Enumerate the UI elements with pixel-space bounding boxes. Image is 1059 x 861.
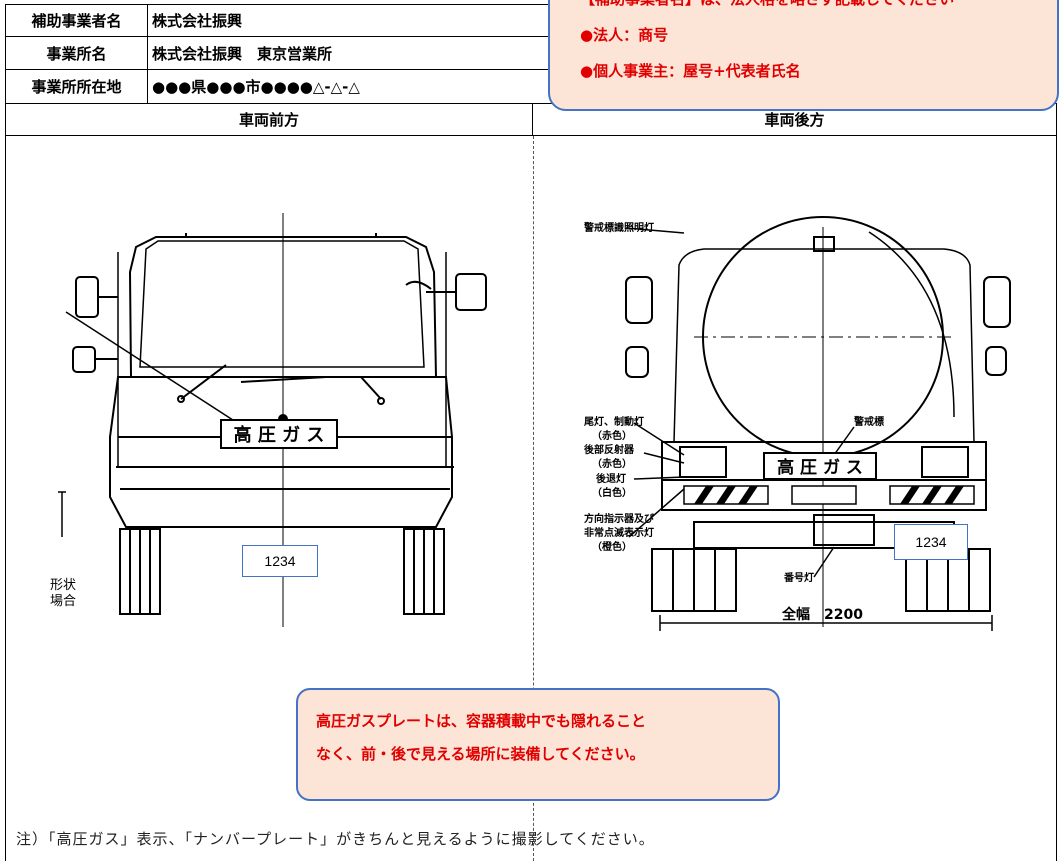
rear-left-mirror-upper <box>625 276 653 324</box>
outer-frame <box>5 103 1057 861</box>
column-header-front: 車両前方 <box>5 103 533 136</box>
rear-label-warning-light: 警戒標識照明灯 <box>583 221 654 234</box>
bottom-callout-line2: なく、前・後で見える場所に装備してください。 <box>316 745 645 763</box>
top-callout-line2: ●法人：商号 <box>580 26 669 44</box>
bottom-callout-line1: 高圧ガスプレートは、容器積載中でも隠れること <box>316 712 647 730</box>
front-side-label-bottom: 場合 <box>50 594 76 609</box>
value-business-name: 株式会社振興 <box>147 4 557 37</box>
top-row-border <box>5 135 1057 136</box>
value-office-name: 株式会社振興 東京営業所 <box>147 36 557 70</box>
rear-truck-drawing: 高 圧 ガ ス 警戒標識照明灯 尾灯、制動灯 （赤色） 後部反射器 （赤色） 後… <box>583 216 1011 631</box>
rear-right-mirror-upper <box>983 276 1011 328</box>
front-hp-gas-plate-text: 高 圧 ガ ス <box>234 424 325 446</box>
rear-label-reverse-light-color: （白色） <box>592 486 632 499</box>
front-truck-drawing: 高 圧 ガ ス 形状 場合 <box>50 213 487 627</box>
front-cab-outline <box>128 236 438 378</box>
rear-hazard-stripes <box>683 485 975 505</box>
top-callout-line1: 【補助事業者名】は、法人格を略さず記載してください <box>580 0 954 16</box>
rear-left-lamp-box <box>679 446 727 478</box>
label-business-name: 補助事業者名 <box>5 4 148 37</box>
front-windshield <box>139 240 425 368</box>
rear-label-number-light: 番号灯 <box>783 571 814 584</box>
rear-label-reverse-light: 後退灯 <box>596 472 626 485</box>
rear-label-turn-signal-1: 方向指示器及び <box>584 512 654 525</box>
bottom-callout: 高圧ガスプレートは、容器積載中でも隠れること なく、前・後で見える場所に装備して… <box>296 688 780 801</box>
rear-label-reflector: 後部反射器 <box>584 443 635 456</box>
front-hp-gas-plate-box <box>220 419 338 449</box>
rear-hp-gas-plate-text: 高 圧 ガ ス <box>777 457 863 478</box>
front-left-mirror-lower <box>72 346 96 373</box>
label-office-address: 事業所所在地 <box>5 69 148 104</box>
front-license-plate: 1234 <box>242 545 318 577</box>
rear-right-lamp-box <box>921 446 969 478</box>
rear-license-plate: 1234 <box>894 524 968 560</box>
front-left-mirror-upper <box>75 276 99 318</box>
front-side-label-top: 形状 <box>50 578 76 593</box>
rear-label-reflector-color: （赤色） <box>592 457 632 470</box>
front-body-outline <box>109 376 453 528</box>
rear-hp-gas-plate-box <box>763 452 877 480</box>
rear-left-mirror-lower <box>625 346 649 378</box>
rear-width-label: 全幅 2200 <box>781 606 863 623</box>
top-callout-line3: ●個人事業主：屋号+代表者氏名 <box>580 62 801 80</box>
rear-label-turn-signal-2: 非常点滅表示灯 <box>584 526 654 539</box>
rear-label-turn-signal-color: （橙色） <box>592 540 632 553</box>
rear-label-tail-light: 尾灯、制動灯 <box>584 415 644 428</box>
rear-cab-outline <box>673 248 975 443</box>
footnote: 注）「高圧ガス」表示、「ナンバープレート」がきちんと見えるように撮影してください… <box>16 830 655 848</box>
rear-label-warning-sign: 警戒標 <box>853 415 884 428</box>
label-office-name: 事業所名 <box>5 36 148 70</box>
value-office-address: ●●●県●●●市●●●●△-△-△ <box>147 69 557 104</box>
rear-right-mirror-lower <box>985 346 1007 376</box>
top-callout: 【補助事業者名】は、法人格を略さず記載してください ●法人：商号 ●個人事業主：… <box>548 0 1059 111</box>
front-right-mirror <box>455 273 487 311</box>
rear-label-tail-light-color: （赤色） <box>592 429 632 442</box>
rear-number-light-box <box>813 514 875 546</box>
column-divider <box>533 136 534 861</box>
